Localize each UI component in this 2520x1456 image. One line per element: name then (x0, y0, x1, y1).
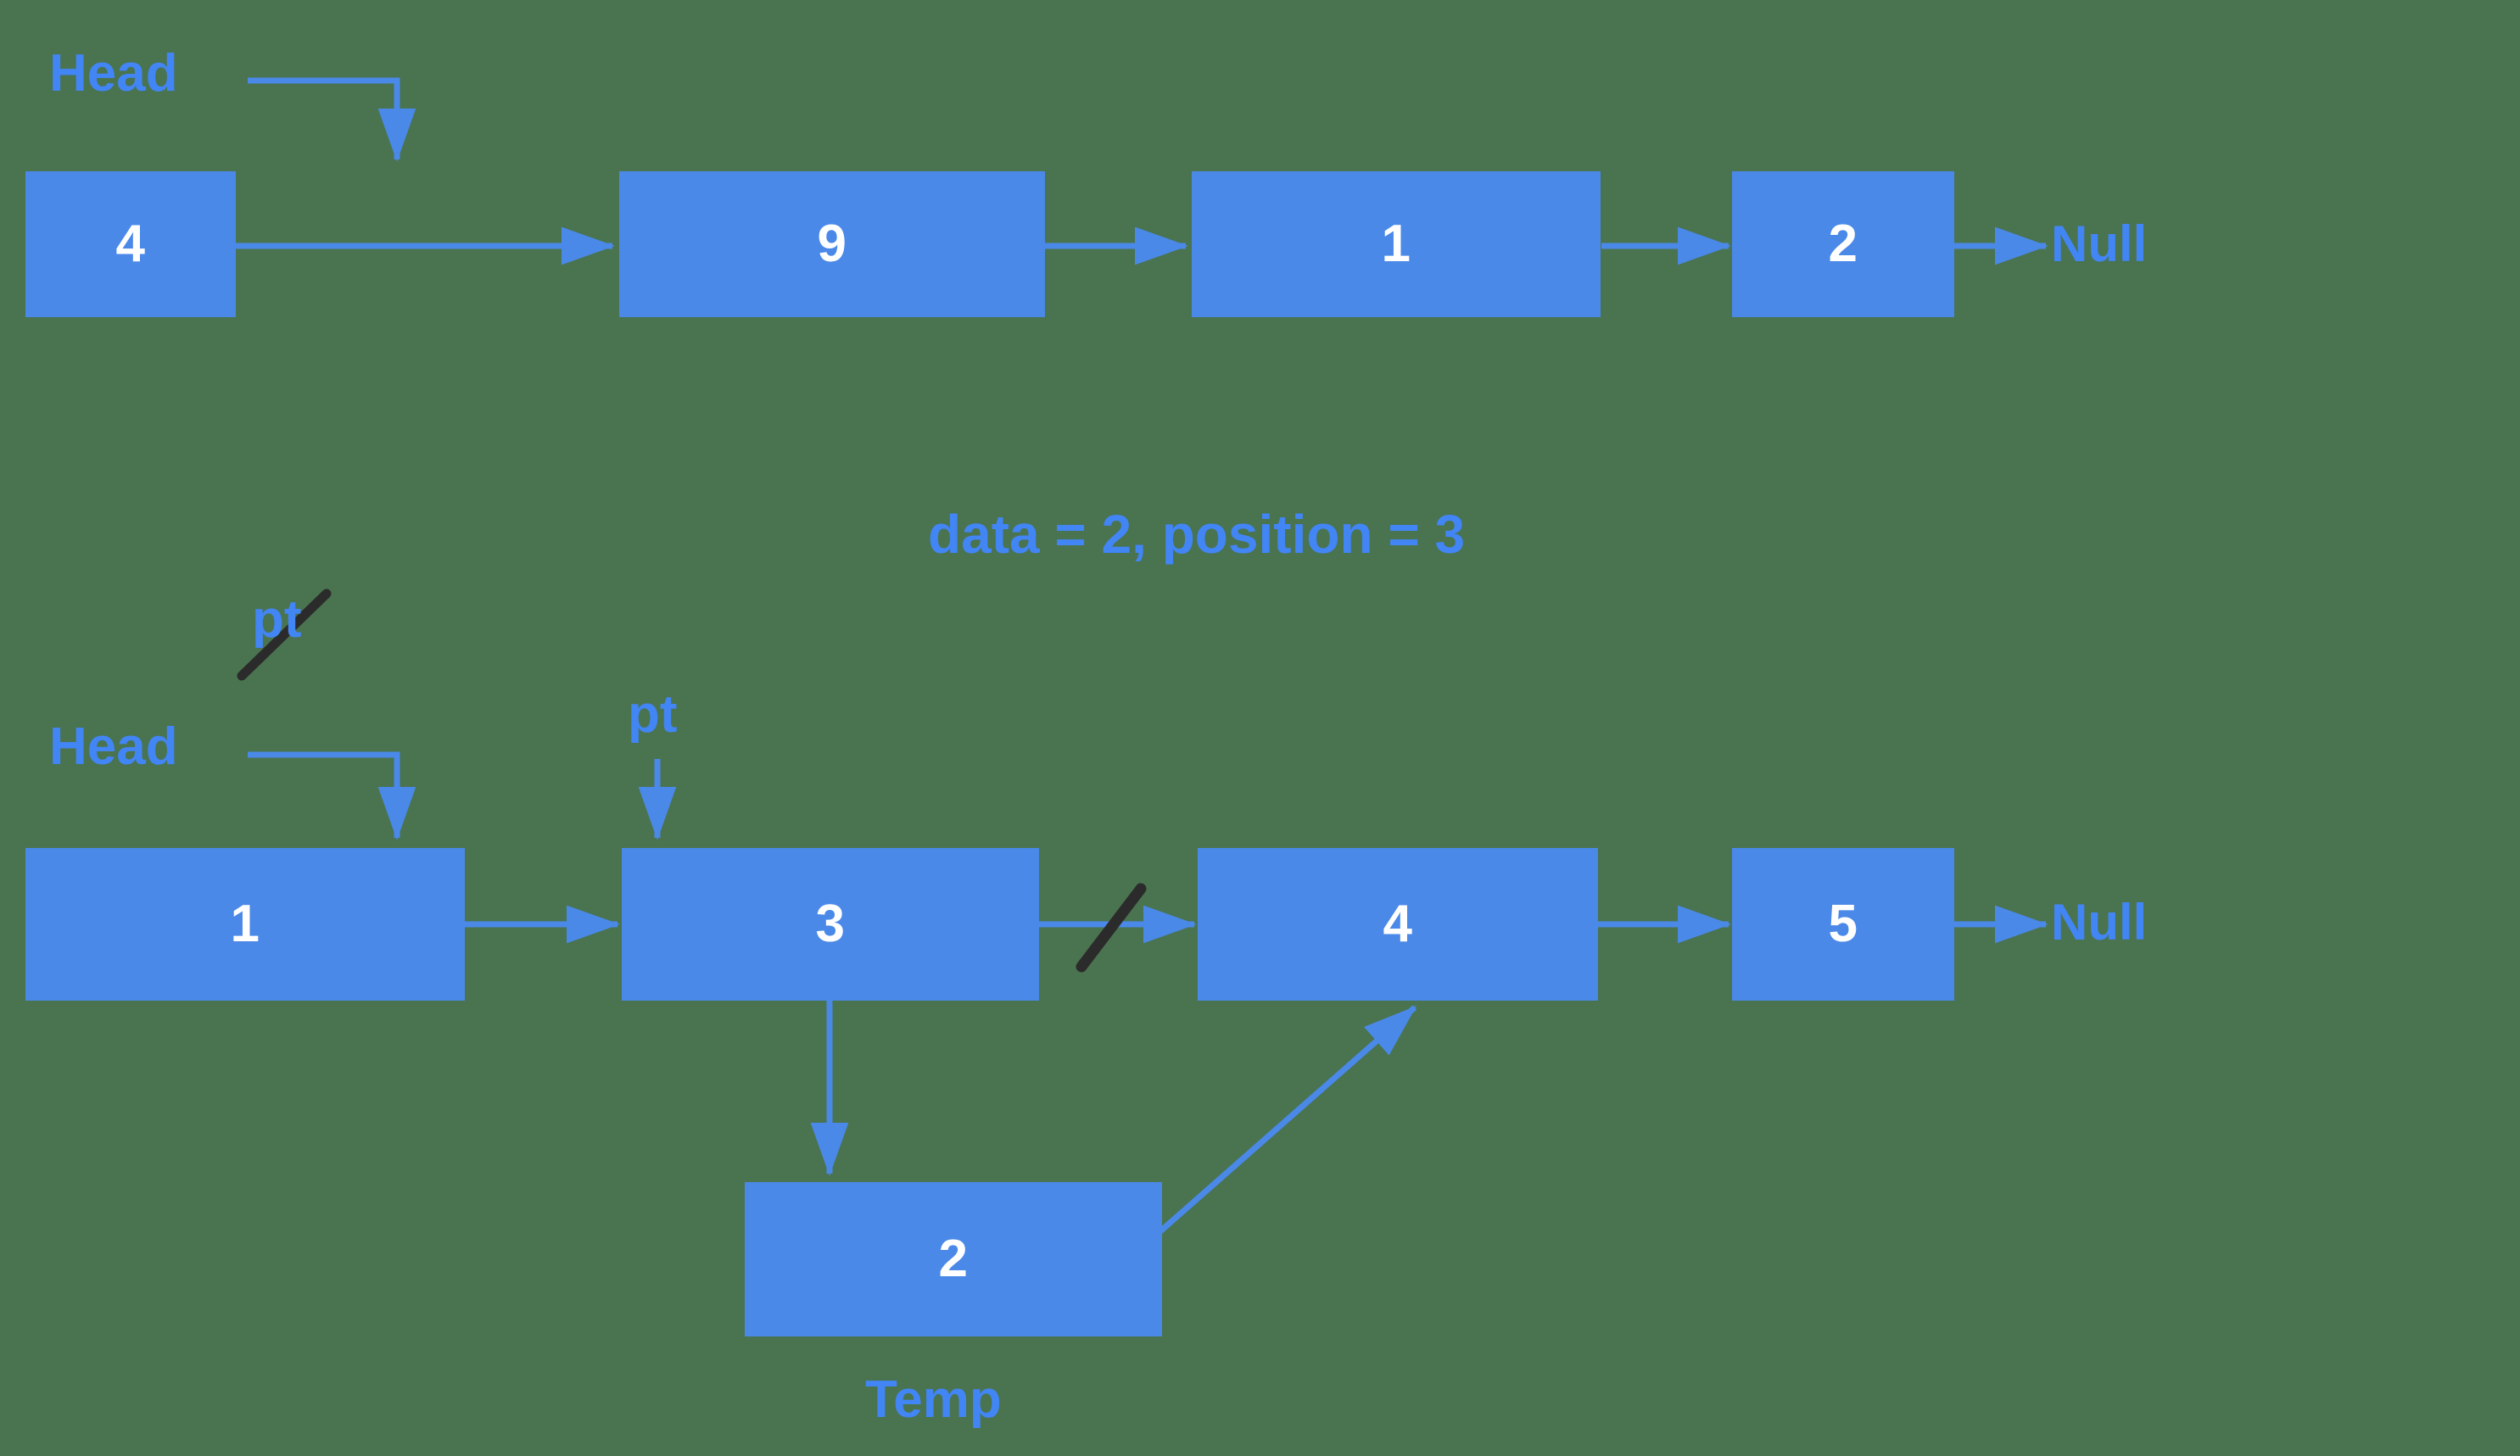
top-head-label: Head (49, 44, 178, 103)
pt-old-label: pt (252, 590, 302, 649)
temp-label: Temp (865, 1370, 1002, 1429)
bottom-head-label: Head (49, 717, 178, 776)
top-null-label: Null (2051, 215, 2148, 272)
bottom-node-2[interactable]: 4 (1198, 848, 1598, 1001)
bottom-head-pointer-arrow (248, 751, 416, 840)
broken-link-strikethrough-icon (1076, 883, 1147, 973)
top-node-1-value: 9 (817, 215, 847, 273)
top-node-3-value: 2 (1828, 215, 1858, 273)
pt-old-strikethrough-line (237, 589, 332, 681)
temp-to-node4-arrow (1158, 1005, 1417, 1234)
temp-node[interactable]: 2 (745, 1182, 1162, 1336)
temp-node-value: 2 (938, 1230, 969, 1288)
top-node-0[interactable]: 4 (25, 171, 236, 317)
bottom-node-0-value: 1 (230, 895, 260, 953)
top-node-0-value: 4 (115, 215, 146, 273)
top-node-3[interactable]: 2 (1732, 171, 1954, 317)
bottom-node-3-value: 5 (1828, 895, 1858, 953)
bottom-node-2-value: 4 (1383, 895, 1413, 953)
bottom-node-1[interactable]: 3 (622, 848, 1039, 1001)
pt-current-label: pt (628, 685, 678, 744)
bottom-node-1-value: 3 (815, 895, 846, 953)
top-head-pointer-arrow (248, 77, 416, 162)
bottom-null-label: Null (2051, 894, 2148, 951)
top-node-1[interactable]: 9 (619, 171, 1045, 317)
top-node-2-value: 1 (1381, 215, 1411, 273)
bottom-node-0[interactable]: 1 (25, 848, 465, 1001)
top-node-2[interactable]: 1 (1192, 171, 1601, 317)
operation-caption: data = 2, position = 3 (928, 504, 1466, 565)
bottom-node-3[interactable]: 5 (1732, 848, 1954, 1001)
